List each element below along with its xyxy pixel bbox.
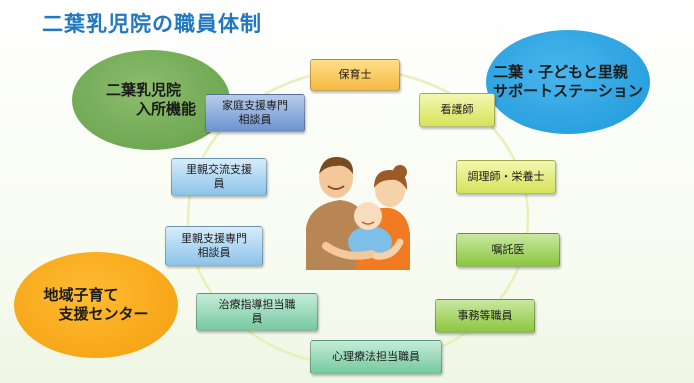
staff-box-satooya-koryu: 里親交流支援 員	[171, 158, 267, 196]
chiiki-kosodate-ellipse: 地域子育て 支援センター	[14, 252, 178, 358]
page-title: 二葉乳児院の職員体制	[42, 12, 262, 36]
support-station-label: 二葉・子どもと里親 サポートステーション	[493, 63, 643, 100]
staff-box-jimu: 事務等職員	[435, 299, 535, 333]
staff-box-satooya-soudan: 里親支援専門 相談員	[165, 226, 263, 266]
staff-box-chiryo: 治療指導担当職 員	[196, 293, 318, 331]
nyusho-kino-label: 二葉乳児院 入所機能	[105, 81, 196, 118]
family-illustration	[306, 156, 410, 270]
staff-box-chorishi: 調理師・栄養士	[456, 160, 556, 194]
nyusho-kino-ellipse: 二葉乳児院 入所機能	[72, 50, 230, 150]
staff-box-kangoshi: 看護師	[419, 93, 495, 127]
chiiki-kosodate-label: 地域子育て 支援センター	[43, 286, 149, 323]
staff-box-hoikushi: 保育士	[310, 59, 400, 91]
staff-box-shokutakui: 嘱託医	[456, 233, 560, 267]
staff-box-katei: 家庭支援専門 相談員	[205, 94, 305, 132]
staff-box-shinri: 心理療法担当職員	[310, 340, 442, 374]
support-station-ellipse: 二葉・子どもと里親 サポートステーション	[486, 30, 650, 134]
